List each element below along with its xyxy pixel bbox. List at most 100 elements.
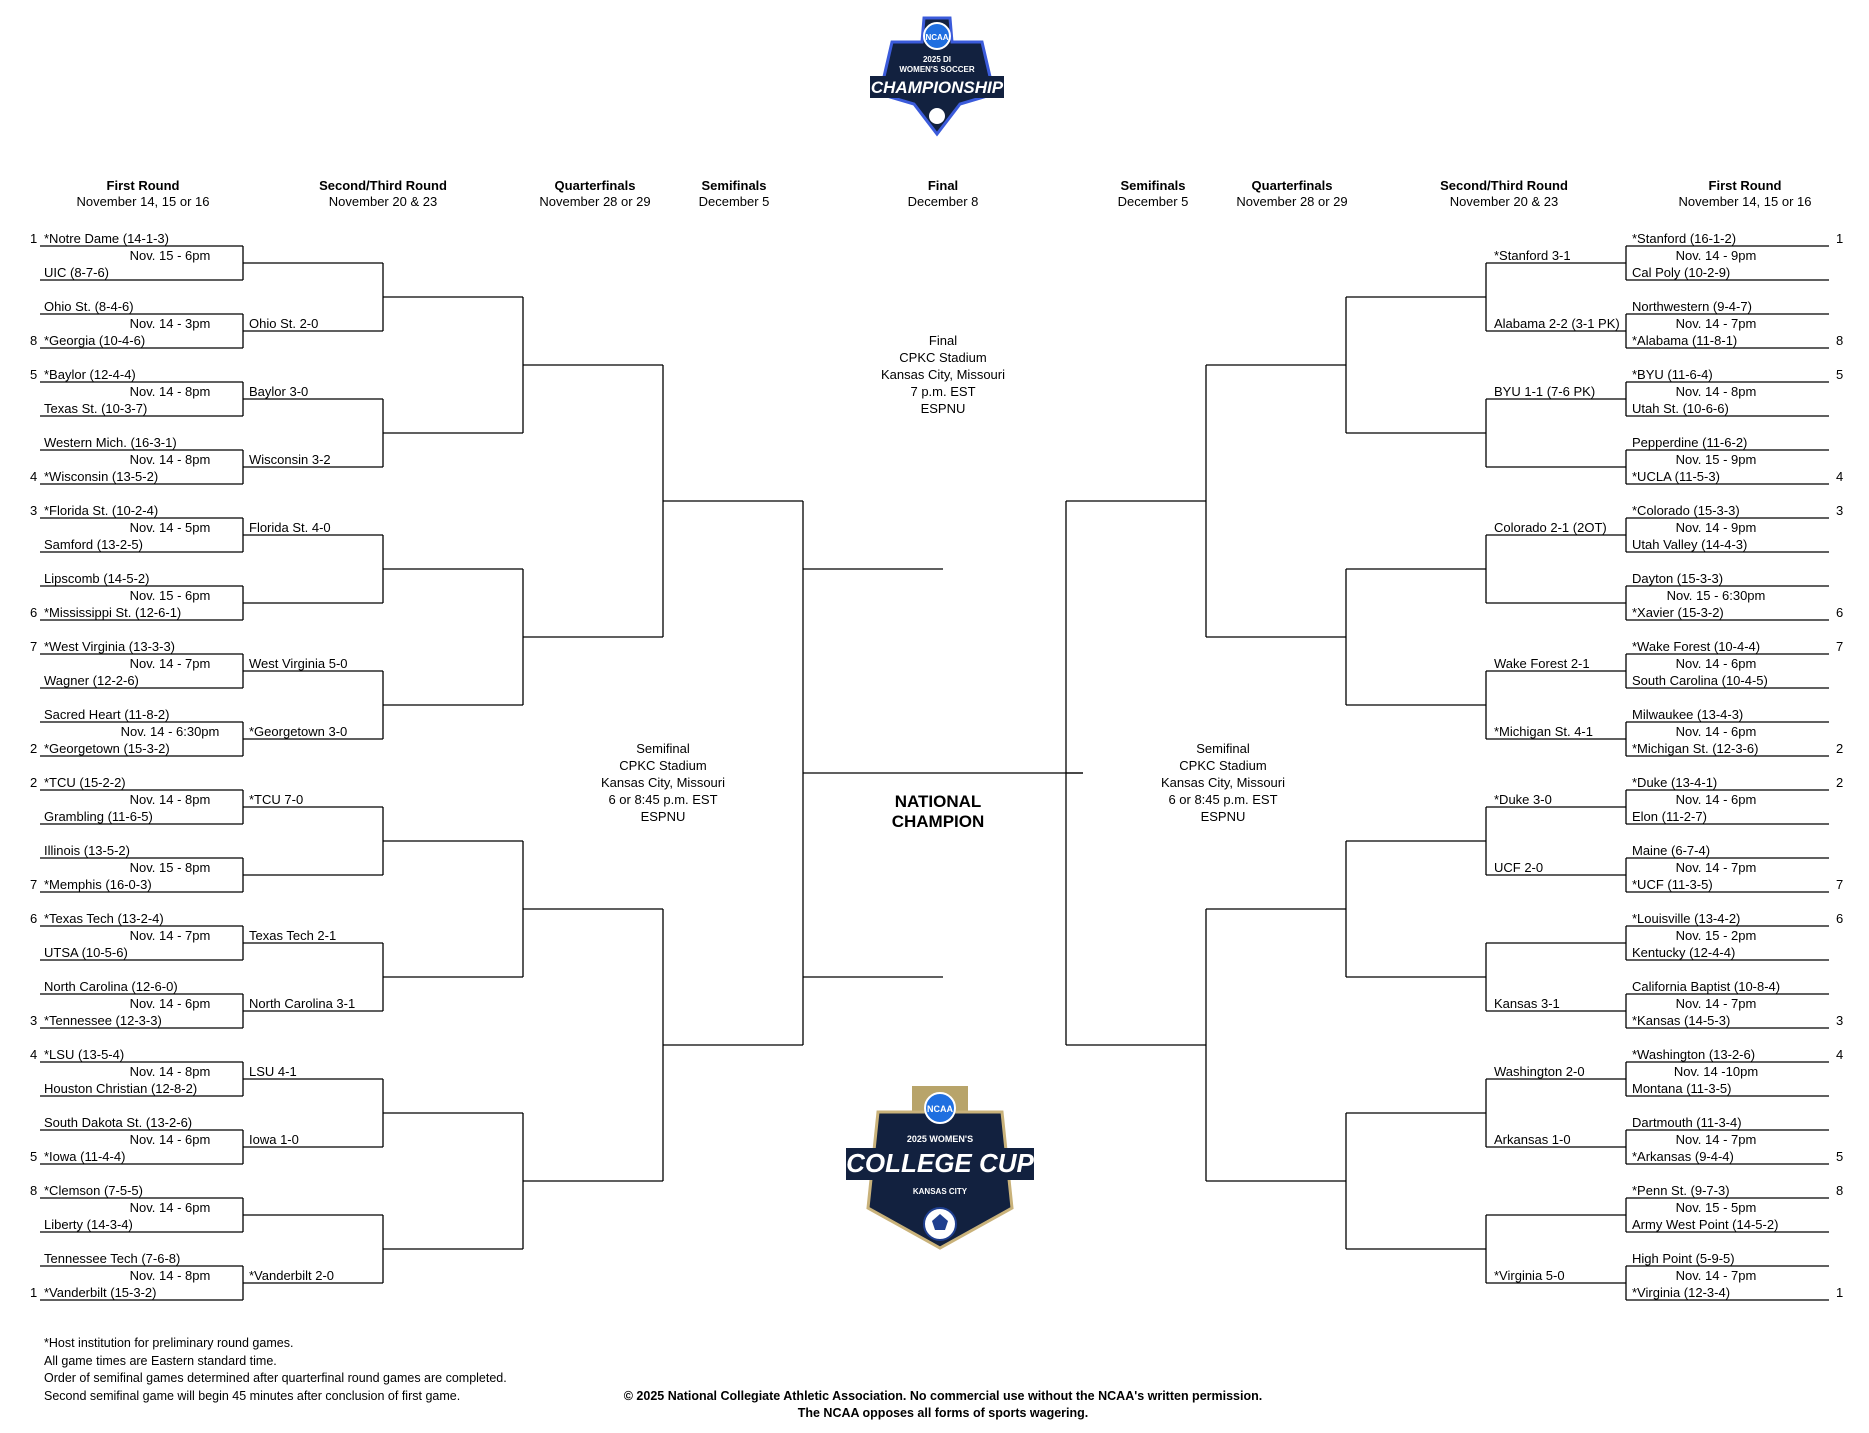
seed-number: 5: [1836, 1149, 1844, 1164]
seed-number: 5: [30, 1149, 38, 1164]
game-time: Nov. 14 - 6pm: [129, 1200, 211, 1215]
team-name: Kentucky (12-4-4): [1632, 945, 1736, 960]
second-round-result: North Carolina 3-1: [249, 996, 356, 1011]
game-time: Nov. 14 -10pm: [1673, 1064, 1759, 1079]
seed-number: 6: [30, 605, 38, 620]
team-name: Grambling (11-6-5): [44, 809, 153, 824]
team-name: *UCF (11-3-5): [1632, 877, 1713, 892]
game-time: Nov. 15 - 6pm: [129, 248, 211, 263]
team-name: *Wake Forest (10-4-4): [1632, 639, 1761, 654]
team-name: *Notre Dame (14-1-3): [44, 231, 169, 246]
team-name: Samford (13-2-5): [44, 537, 143, 552]
round-date: December 8: [907, 194, 979, 209]
team-name: UIC (8-7-6): [44, 265, 110, 280]
seed-number: 7: [30, 877, 38, 892]
info-line: Kansas City, Missouri: [880, 367, 1005, 382]
round-title: Quarterfinals: [1251, 178, 1333, 193]
team-name: Montana (11-3-5): [1632, 1081, 1732, 1096]
team-name: *Vanderbilt (15-3-2): [44, 1285, 157, 1300]
game-time: Nov. 14 - 9pm: [1675, 248, 1757, 263]
team-name: *Louisville (13-4-2): [1632, 911, 1741, 926]
second-round-result: West Virginia 5-0: [249, 656, 348, 671]
svg-text:2025 WOMEN'S: 2025 WOMEN'S: [907, 1134, 973, 1144]
team-name: *Baylor (12-4-4): [44, 367, 136, 382]
team-name: North Carolina (12-6-0): [44, 979, 178, 994]
second-round-result: *Stanford 3-1: [1494, 248, 1571, 263]
team-name: Liberty (14-3-4): [44, 1217, 133, 1232]
team-name: *Duke (13-4-1): [1632, 775, 1718, 790]
round-date: November 14, 15 or 16: [76, 194, 210, 209]
round-date: December 5: [1117, 194, 1189, 209]
game-time: Nov. 14 - 8pm: [129, 452, 211, 467]
team-name: Utah St. (10-6-6): [1632, 401, 1729, 416]
footnote-line: *Host institution for preliminary round …: [44, 1336, 294, 1350]
info-line: 6 or 8:45 p.m. EST: [608, 792, 718, 807]
team-name: Cal Poly (10-2-9): [1632, 265, 1731, 280]
info-line: CHAMPION: [891, 812, 985, 831]
team-name: *Penn St. (9-7-3): [1632, 1183, 1730, 1198]
team-name: *Colorado (15-3-3): [1632, 503, 1740, 518]
round-title: Final: [927, 178, 959, 193]
game-time: Nov. 14 - 7pm: [1675, 1268, 1757, 1283]
second-round-result: *Vanderbilt 2-0: [249, 1268, 335, 1283]
team-name: *BYU (11-6-4): [1632, 367, 1713, 382]
second-round-result: Arkansas 1-0: [1494, 1132, 1571, 1147]
team-name: Maine (6-7-4): [1632, 843, 1711, 858]
info-line: Kansas City, Missouri: [600, 775, 725, 790]
logo-badge-text: NCAA: [925, 33, 948, 42]
team-name: *TCU (15-2-2): [44, 775, 126, 790]
team-name: Dayton (15-3-3): [1632, 571, 1724, 586]
info-line: Final: [928, 333, 958, 348]
svg-text:NCAA: NCAA: [927, 1104, 953, 1114]
second-round-result: *Georgetown 3-0: [249, 724, 348, 739]
footnote-line: All game times are Eastern standard time…: [44, 1353, 277, 1368]
team-name: Lipscomb (14-5-2): [44, 571, 150, 586]
team-name: Sacred Heart (11-8-2): [44, 707, 170, 722]
game-time: Nov. 14 - 7pm: [129, 656, 211, 671]
seed-number: 6: [1836, 605, 1844, 620]
seed-number: 6: [1836, 911, 1844, 926]
seed-number: 1: [30, 231, 38, 246]
second-round-result: Iowa 1-0: [249, 1132, 299, 1147]
team-name: Elon (11-2-7): [1632, 809, 1707, 824]
info-line: Semifinal: [636, 741, 690, 756]
team-name: Western Mich. (16-3-1): [44, 435, 177, 450]
info-line: NATIONAL: [894, 792, 982, 811]
game-time: Nov. 14 - 7pm: [129, 928, 211, 943]
info-line: ESPNU: [1200, 809, 1246, 824]
team-name: *Stanford (16-1-2): [1632, 231, 1737, 246]
seed-number: 5: [30, 367, 38, 382]
second-round-result: Baylor 3-0: [249, 384, 309, 399]
team-name: Texas St. (10-3-7): [44, 401, 148, 416]
game-time: Nov. 14 - 5pm: [129, 520, 211, 535]
seed-number: 5: [1836, 367, 1844, 382]
seed-number: 7: [1836, 639, 1844, 654]
team-name: Army West Point (14-5-2): [1632, 1217, 1779, 1232]
seed-number: 1: [30, 1285, 38, 1300]
round-date: November 20 & 23: [328, 194, 438, 209]
team-name: Tennessee Tech (7-6-8): [44, 1251, 181, 1266]
second-round-result: *TCU 7-0: [249, 792, 304, 807]
team-name: *Georgia (10-4-6): [44, 333, 146, 348]
team-name: *West Virginia (13-3-3): [44, 639, 176, 654]
round-title: First Round: [106, 178, 180, 193]
team-name: *Washington (13-2-6): [1632, 1047, 1756, 1062]
svg-text:2025 DI: 2025 DI: [923, 55, 951, 64]
copyright-line: The NCAA opposes all forms of sports wag…: [797, 1406, 1089, 1420]
svg-text:CHAMPIONSHIP: CHAMPIONSHIP: [871, 78, 1004, 97]
team-name: Milwaukee (13-4-3): [1632, 707, 1744, 722]
info-line: CPKC Stadium: [619, 758, 707, 773]
second-round-result: Washington 2-0: [1494, 1064, 1585, 1079]
round-title: First Round: [1708, 178, 1782, 193]
seed-number: 7: [30, 639, 38, 654]
game-time: Nov. 14 - 7pm: [1675, 860, 1757, 875]
seed-number: 3: [1836, 1013, 1844, 1028]
game-time: Nov. 14 - 7pm: [1675, 1132, 1757, 1147]
